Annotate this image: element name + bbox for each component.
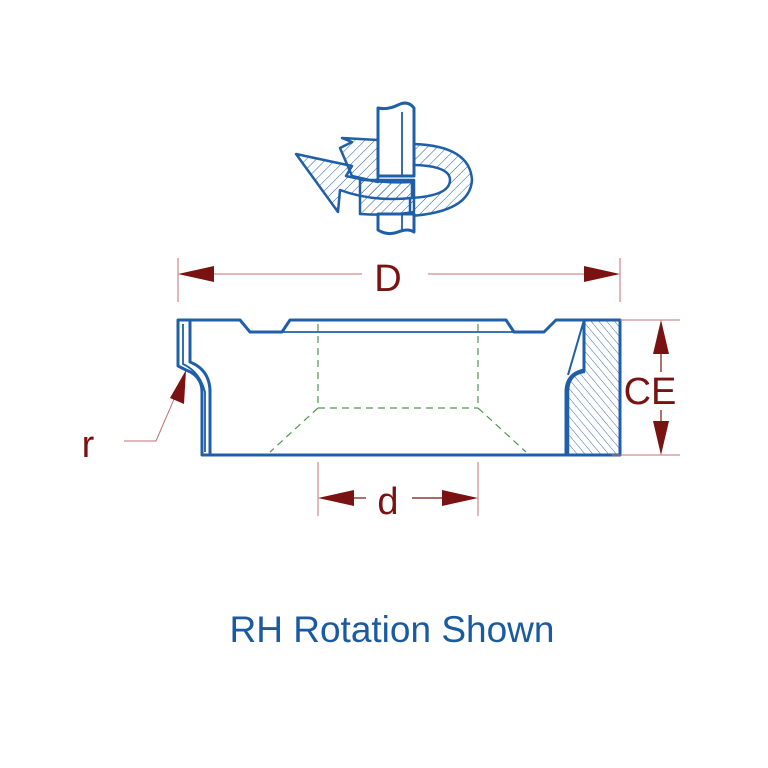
- caption-rotation: RH Rotation Shown: [230, 609, 555, 650]
- dimension-radius: r: [82, 370, 186, 466]
- rotation-arrow-icon: [294, 101, 474, 236]
- dimension-inner-diameter: d: [317, 462, 479, 523]
- dimension-height: CE: [612, 319, 680, 456]
- label-height: CE: [624, 371, 677, 413]
- label-outer-diameter: D: [374, 258, 401, 300]
- label-inner-diameter: d: [377, 481, 398, 523]
- hidden-lines: [269, 324, 527, 453]
- dimension-outer-diameter: D: [177, 258, 621, 302]
- part-section: [176, 318, 622, 457]
- label-radius: r: [82, 424, 95, 466]
